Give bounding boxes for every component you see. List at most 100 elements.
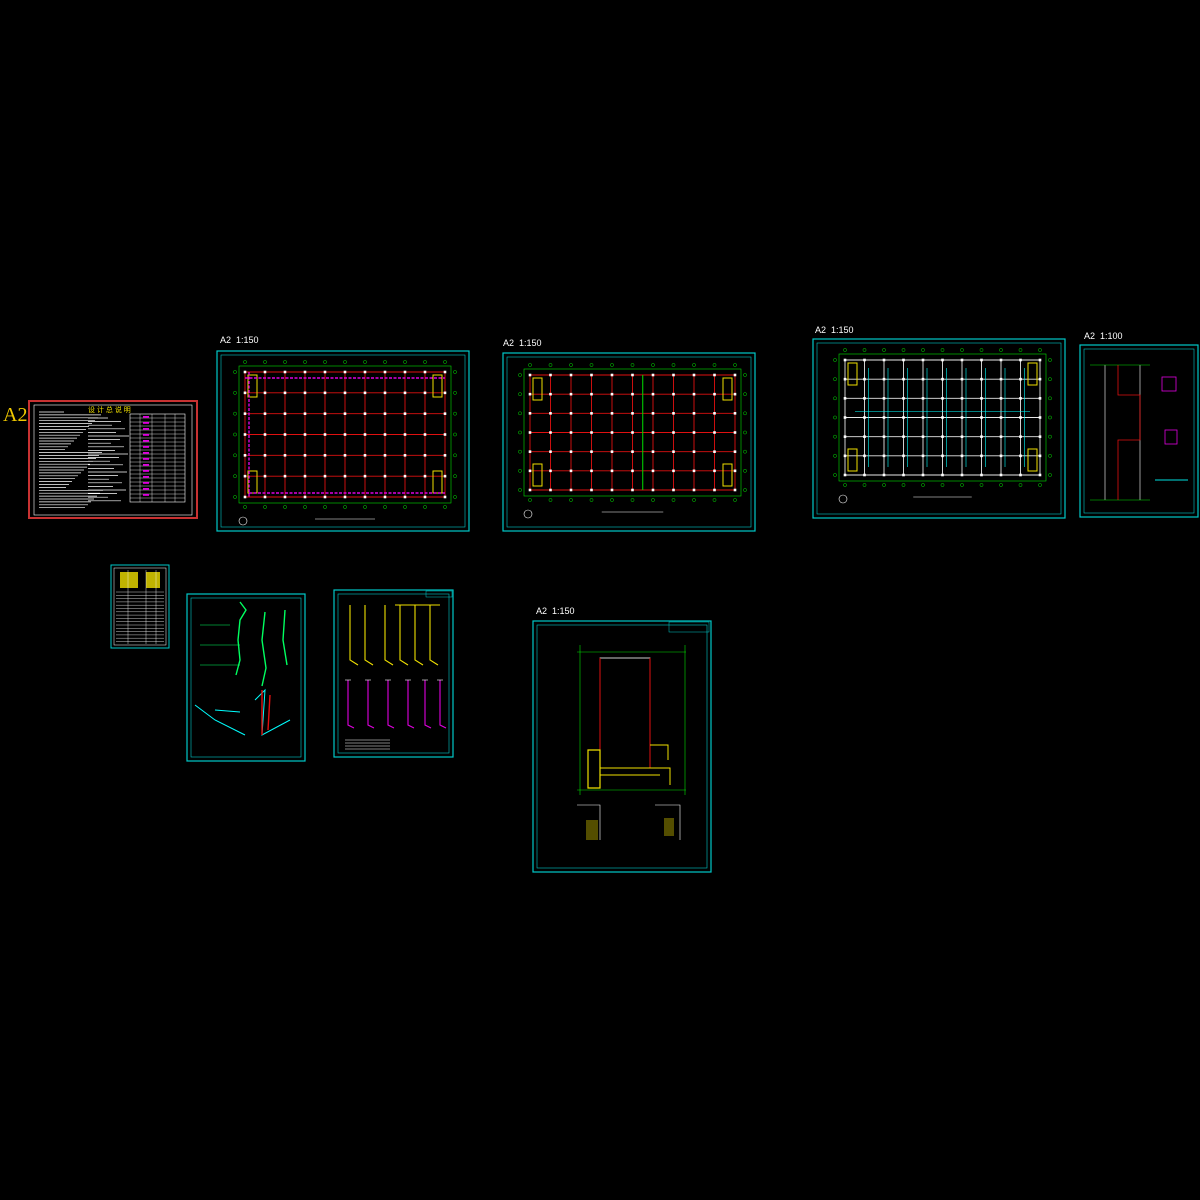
riser-diagram-sheet-2[interactable] — [333, 589, 454, 758]
column — [549, 488, 552, 492]
axis-bubble — [263, 505, 267, 509]
column — [882, 377, 886, 381]
axis-bubble — [651, 363, 655, 367]
detail-sheet[interactable] — [1079, 344, 1199, 518]
column — [843, 473, 847, 477]
column — [528, 488, 532, 492]
table-swatch — [143, 476, 149, 478]
axis-bubble — [1048, 453, 1052, 458]
column — [882, 473, 886, 477]
axis-bubble — [671, 363, 676, 367]
column — [1019, 377, 1022, 381]
column — [980, 358, 983, 362]
cover-sheet[interactable] — [28, 400, 198, 519]
drain-pipe — [407, 680, 415, 729]
column — [343, 391, 347, 395]
column — [590, 469, 593, 473]
riser-pipe — [349, 605, 359, 666]
column — [443, 474, 447, 478]
axis-bubble — [303, 360, 307, 364]
column — [843, 435, 847, 438]
site-plan-sheet[interactable] — [532, 620, 712, 873]
table-swatch — [143, 428, 149, 430]
axis-bubble — [569, 363, 573, 367]
column — [941, 358, 944, 362]
column — [1019, 473, 1022, 477]
floor-plan-sheet-3[interactable] — [812, 338, 1066, 519]
column — [960, 397, 964, 400]
equipment-table-sheet[interactable] — [110, 564, 170, 649]
column — [323, 454, 327, 457]
floor-plan-sheet-2[interactable] — [502, 352, 756, 532]
column — [692, 373, 696, 377]
axis-bubble — [403, 360, 407, 364]
column — [882, 454, 886, 458]
column — [303, 474, 307, 478]
axis-bubble — [453, 432, 457, 437]
axis-bubble — [882, 483, 886, 487]
column — [921, 454, 925, 458]
column — [651, 392, 655, 396]
table-swatch — [143, 434, 149, 436]
riser-pipe — [384, 605, 394, 666]
column — [403, 412, 407, 415]
column — [263, 370, 267, 374]
axis-bubble — [833, 453, 837, 458]
column — [960, 416, 964, 419]
column — [672, 469, 675, 473]
column — [941, 435, 944, 438]
column — [528, 373, 532, 377]
column — [980, 397, 983, 400]
riser-diagram-sheet-1[interactable] — [186, 593, 306, 762]
axis-bubble — [453, 474, 457, 479]
column — [263, 454, 267, 457]
column — [423, 391, 427, 395]
floor-plan-sheet-1[interactable] — [216, 350, 470, 532]
column — [528, 431, 532, 434]
table-swatch — [143, 446, 149, 448]
column — [528, 469, 532, 473]
axis-bubble — [1018, 483, 1023, 487]
axis-bubble — [692, 363, 696, 367]
column — [403, 370, 407, 374]
axis-bubble — [630, 498, 635, 502]
axis-bubble — [979, 483, 984, 487]
pipe-run — [245, 372, 445, 497]
axis-bubble — [733, 363, 737, 367]
axis-bubble — [383, 505, 387, 509]
column — [672, 488, 675, 492]
column — [343, 474, 347, 478]
axis-bubble — [453, 453, 457, 458]
column — [631, 469, 634, 473]
axis-bubble — [882, 348, 886, 352]
column — [363, 454, 367, 457]
column — [1038, 358, 1042, 362]
column — [569, 431, 573, 434]
column — [733, 488, 737, 492]
column — [363, 474, 367, 478]
table-swatch — [143, 470, 149, 472]
column — [610, 469, 614, 473]
column — [999, 358, 1003, 362]
column — [590, 431, 593, 434]
axis-bubble — [1048, 377, 1052, 382]
axis-bubble — [979, 348, 984, 352]
column — [902, 473, 905, 477]
axis-bubble — [589, 498, 594, 502]
column — [549, 392, 552, 396]
column — [631, 431, 634, 434]
column — [941, 473, 944, 477]
axis-bubble — [528, 363, 532, 367]
column — [733, 392, 737, 396]
column — [733, 373, 737, 377]
riser-2-pipes — [345, 604, 447, 750]
axis-bubble — [343, 360, 347, 364]
axis-bubble — [610, 498, 614, 502]
column — [941, 397, 944, 400]
column — [999, 397, 1003, 400]
axis-bubble — [548, 363, 553, 367]
cover-notes-text — [39, 411, 129, 509]
column — [403, 454, 407, 457]
column — [882, 397, 886, 400]
column — [999, 435, 1003, 438]
